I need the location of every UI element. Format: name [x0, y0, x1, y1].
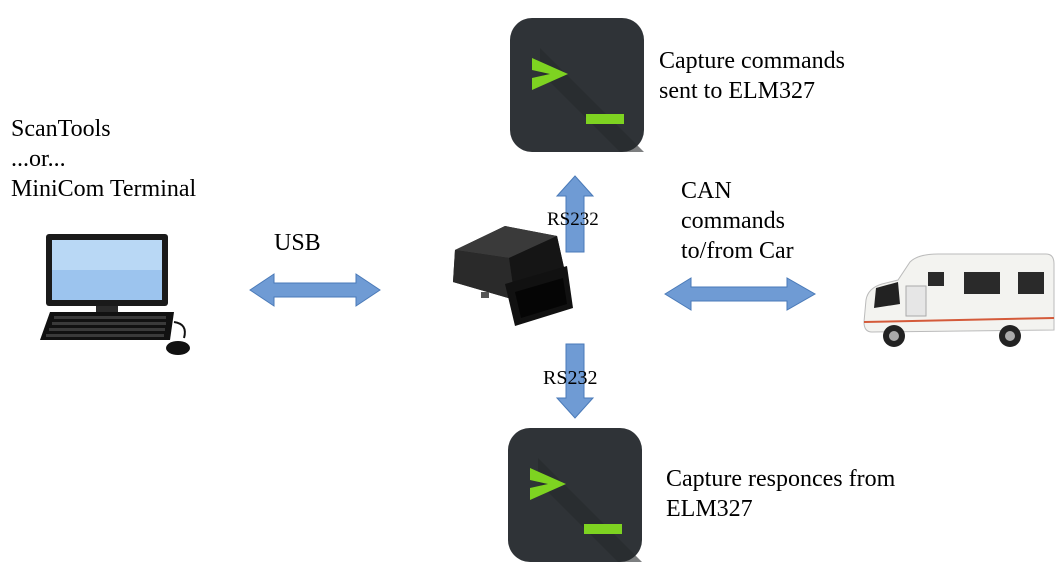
rs232-down-arrow: [555, 343, 595, 419]
can-label-line-2: commands: [681, 208, 785, 234]
usb-label: USB: [274, 230, 321, 256]
obd-adapter-icon: [453, 226, 573, 326]
can-label-line-1: CAN: [681, 178, 732, 204]
left-label-line-3: MiniCom Terminal: [11, 176, 197, 202]
terminal-icon: [508, 428, 642, 562]
rs232-up-arrow: [555, 175, 595, 253]
can-double-arrow: [664, 277, 817, 311]
terminal-bottom-caption-line-1: Capture responces from: [666, 466, 896, 492]
usb-double-arrow: [249, 273, 381, 307]
rs232-top-label: RS232: [547, 209, 599, 230]
terminal-top-caption-line-2: sent to ELM327: [659, 78, 815, 104]
motorhome-icon: [863, 253, 1055, 347]
terminal-icon: [510, 18, 644, 152]
terminal-bottom-caption-line-2: ELM327: [666, 496, 753, 522]
rs232-bottom-label: RS232: [543, 367, 598, 389]
left-label-line-2: ...or...: [11, 146, 66, 172]
left-label-line-1: ScanTools: [11, 116, 111, 142]
can-label-line-3: to/from Car: [681, 238, 794, 264]
terminal-top-caption-line-1: Capture commands: [659, 48, 845, 74]
desktop-computer-icon: [40, 234, 190, 355]
